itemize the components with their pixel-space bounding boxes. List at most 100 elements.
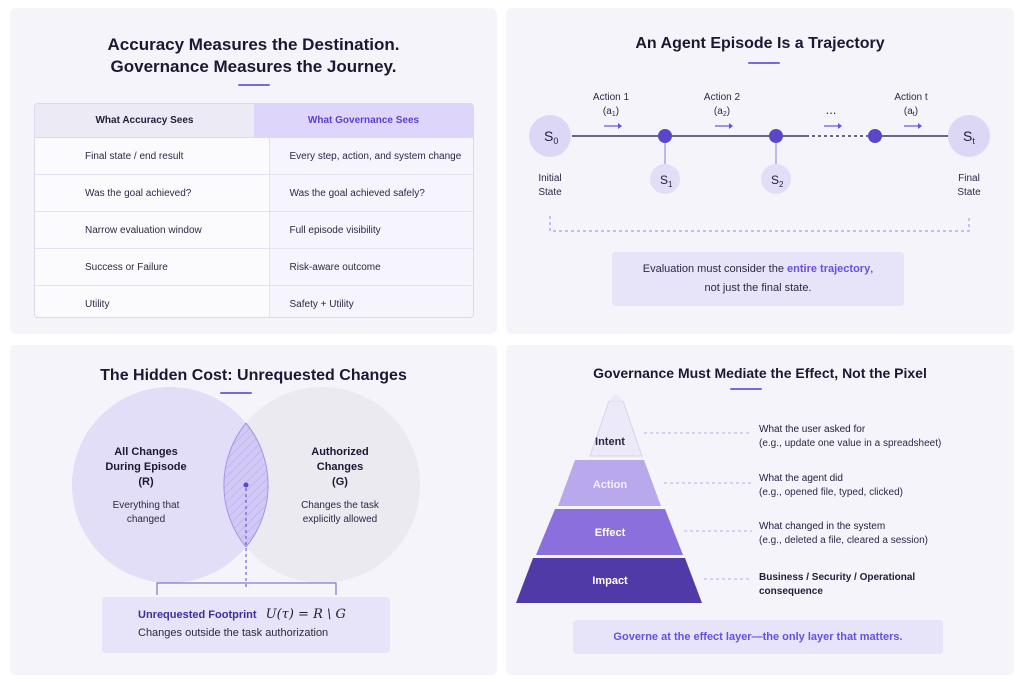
panel-governance-layers: Governance Must Mediate the Effect, Not … [506,345,1014,675]
note-line-2: not just the final state. [704,282,812,294]
action-1-arrowhead [618,123,622,129]
title-line-1: Accuracy Measures the Destination. [107,35,400,54]
panel-accuracy-vs-governance: Accuracy Measures the Destination. Gover… [10,8,497,334]
intersection-dot [243,482,249,488]
right-title-2: Changes [317,461,363,473]
cell-governance: Every step, action, and system change [268,138,473,174]
table-row: Was the goal achieved? Was the goal achi… [35,175,473,212]
state-node-s2 [761,164,791,194]
tier-intent-tip [609,393,623,401]
footprint-header: Unrequested Footprint U(τ) = R \ G [138,607,390,623]
title-line-2: Governance Measures the Journey. [110,57,397,76]
final-label-1: Final [958,173,980,184]
note-emphasis: entire trajectory [787,263,871,275]
ellipsis-arrowhead [838,123,842,129]
step-node-t [868,129,882,143]
circle-r [72,387,268,583]
action-1-label: Action 1 [593,92,630,103]
table-row: Success or Failure Risk-aware outcome [35,249,473,286]
trajectory-bracket [549,216,970,232]
action-2: Action 2 (a2) [704,92,741,129]
tier-effect [536,509,683,555]
initial-label-1: Initial [538,173,561,184]
table-header: What Accuracy Sees What Governance Sees [35,104,473,138]
initial-state-node [529,115,571,157]
state-node-s1 [650,164,680,194]
title-underline [730,388,762,390]
action-t: Action t (at) [894,92,928,129]
action-desc-1: What the agent did [759,473,843,484]
step-node-1 [658,129,672,143]
footprint-box: Unrequested Footprint U(τ) = R \ G Chang… [102,597,390,653]
cell-accuracy: Final state / end result [85,150,184,162]
intent-desc-1: What the user asked for [759,424,866,435]
tier-action [558,460,661,506]
left-title-3: (R) [138,476,154,488]
panel-hidden-cost: The Hidden Cost: Unrequested Changes All… [10,345,497,675]
left-title-1: All Changes [114,446,178,458]
action-t-label: Action t [894,92,928,103]
action-2-symbol: (a2) [714,106,730,118]
action-1: Action 1 (a1) [593,92,630,129]
tier-intent-label: Intent [595,436,625,448]
left-desc-1: Everything that [113,500,180,511]
title-underline [238,84,270,86]
right-desc-1: Changes the task [301,500,380,511]
footprint-bracket [156,582,337,595]
effect-desc-1: What changed in the system [759,521,885,532]
action-2-arrowhead [729,123,733,129]
circle-g [224,387,420,583]
footer-note: Governe at the effect layer—the only lay… [573,620,943,654]
tier-impact-label: Impact [592,575,628,587]
final-state-node [948,115,990,157]
table-row: Utility Safety + Utility [35,286,473,317]
left-title-2: During Episode [105,461,186,473]
action-2-label: Action 2 [704,92,741,103]
ellipsis-text: ... [826,102,837,117]
tier-effect-label: Effect [595,527,626,539]
comparison-table: What Accuracy Sees What Governance Sees … [34,103,474,318]
note-post: , [870,263,874,275]
footprint-formula: U(τ) = R \ G [265,607,346,622]
table-row: Narrow evaluation window Full episode vi… [35,212,473,249]
panel-title: Governance Must Mediate the Effect, Not … [593,365,927,381]
tier-action-label: Action [593,479,628,491]
action-t-arrowhead [918,123,922,129]
panel-title: The Hidden Cost: Unrequested Changes [100,367,407,384]
evaluation-note: Evaluation must consider the entire traj… [612,252,904,306]
footprint-desc: Changes outside the task authorization [138,627,329,639]
right-title-1: Authorized [311,446,368,458]
cell-accuracy: Was the goal achieved? [85,187,192,199]
state-s2-label: S2 [771,173,784,189]
initial-label-2: State [538,187,562,198]
intersection-edge-2 [223,422,247,548]
final-label-2: State [957,187,981,198]
table-row: Final state / end result Every step, act… [35,138,473,175]
right-title-3: (G) [332,476,348,488]
note-line-1: Evaluation must consider the entire traj… [612,260,904,279]
footprint-label: Unrequested Footprint [138,609,257,621]
title-underline [748,62,780,64]
final-state-symbol: St [963,128,975,146]
action-desc-2: (e.g., opened file, typed, clicked) [759,487,903,498]
title-underline [220,392,252,394]
trajectory-diagram: S0 Initial State St Final State S1 S2 Ac… [529,92,990,232]
header-governance: What Governance Sees [254,104,473,137]
header-accuracy: What Accuracy Sees [35,104,254,137]
cell-accuracy: Narrow evaluation window [85,224,202,236]
cell-accuracy: Success or Failure [85,261,168,273]
left-desc-2: changed [127,514,165,525]
cell-governance: Risk-aware outcome [268,249,473,285]
impact-desc-1: Business / Security / Operational [759,572,915,583]
panel-title: Accuracy Measures the Destination. Gover… [10,34,497,78]
state-s1-label: S1 [660,173,673,189]
effect-desc-2: (e.g., deleted a file, cleared a session… [759,535,928,546]
initial-state-symbol: S0 [544,128,558,146]
tier-impact [516,558,702,603]
action-ellipsis: ... [824,102,842,129]
action-1-symbol: (a1) [603,106,619,118]
footer-text: Governe at the effect layer—the only lay… [613,631,903,643]
intent-desc-2: (e.g., update one value in a spreadsheet… [759,438,941,449]
cell-accuracy: Utility [85,298,110,310]
impact-desc-2: consequence [759,586,823,597]
